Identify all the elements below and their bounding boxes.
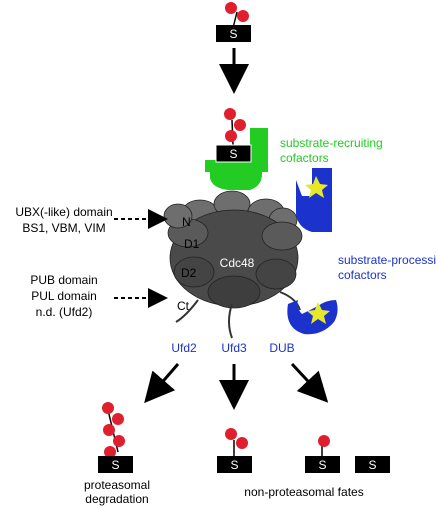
dub-label: DUB [269,341,294,355]
substrate-processing-cofactor-bottom [287,300,338,335]
recruiting-label: cofactors [280,151,329,165]
degradation-label: degradation [85,492,148,506]
ubiquitin-icon [234,119,246,131]
arrow-dub [290,362,329,403]
poly-ubiquitinated-substrate: S [98,402,133,473]
domain-d2-label: D2 [181,266,197,280]
ubiquitin-icon [113,435,125,447]
ubiquitin-icon [225,428,237,440]
substrate-label: S [368,458,376,472]
ubiquitin-icon [224,108,236,120]
recruiting-label: substrate-recruiting [280,136,383,150]
domain-d1-label: D1 [184,237,200,251]
substrate-box [355,456,390,473]
ufd2-label: Ufd2 [171,341,197,355]
arrow-ufd2 [144,363,180,404]
ubiquitin-icon [237,10,249,22]
ubiquitin-icon [318,435,330,447]
substrate-processing-cofactor-top [296,168,332,232]
bs1-vbm-vim-label: BS1, VBM, VIM [22,221,105,235]
ubiquitin-icon [102,402,114,414]
top-substrate-group: S [216,2,251,42]
domain-ct-label: Ct [177,299,190,313]
pul-domain-label: PUL domain [31,289,97,303]
ubiquitin-icon [112,413,124,425]
ubiquitin-icon [103,424,115,436]
ubiquitin-icon [236,437,248,449]
bound-substrate-group: S [215,108,252,163]
substrate-box [305,456,340,473]
proteasomal-label: proteasomal [84,478,150,492]
star-icon [305,176,328,198]
substrate-box [216,25,251,42]
substrate-label: S [229,147,237,161]
ubiquitin-icon [104,446,116,458]
nd-ufd2-label: n.d. (Ufd2) [36,305,93,319]
cdc48-complex [163,190,303,339]
substrate-box [98,456,133,473]
substrate-label: S [111,458,119,472]
cdc48-label: Cdc48 [220,256,255,270]
substrate-label: S [230,458,238,472]
di-ubiquitinated-substrate: S [217,428,252,473]
mono-ubiquitinated-substrate: S [305,435,340,473]
domain-n-label: N [182,215,191,229]
substrate-label: S [318,458,326,472]
ubiquitin-icon [225,130,237,142]
substrate-label: S [229,27,237,41]
deubiquitinated-substrate: S [355,456,390,473]
star-icon [307,302,330,324]
pub-domain-label: PUB domain [30,273,97,287]
substrate-box [217,456,252,473]
processing-label: cofactors [338,268,387,282]
nonproteasomal-label: non-proteasomal fates [244,485,363,499]
ubiquitin-icon [225,2,237,14]
ubx-domain-label: UBX(-like) domain [15,205,112,219]
substrate-box [215,144,252,163]
ufd3-label: Ufd3 [221,341,247,355]
processing-label: substrate-processing [338,253,436,267]
